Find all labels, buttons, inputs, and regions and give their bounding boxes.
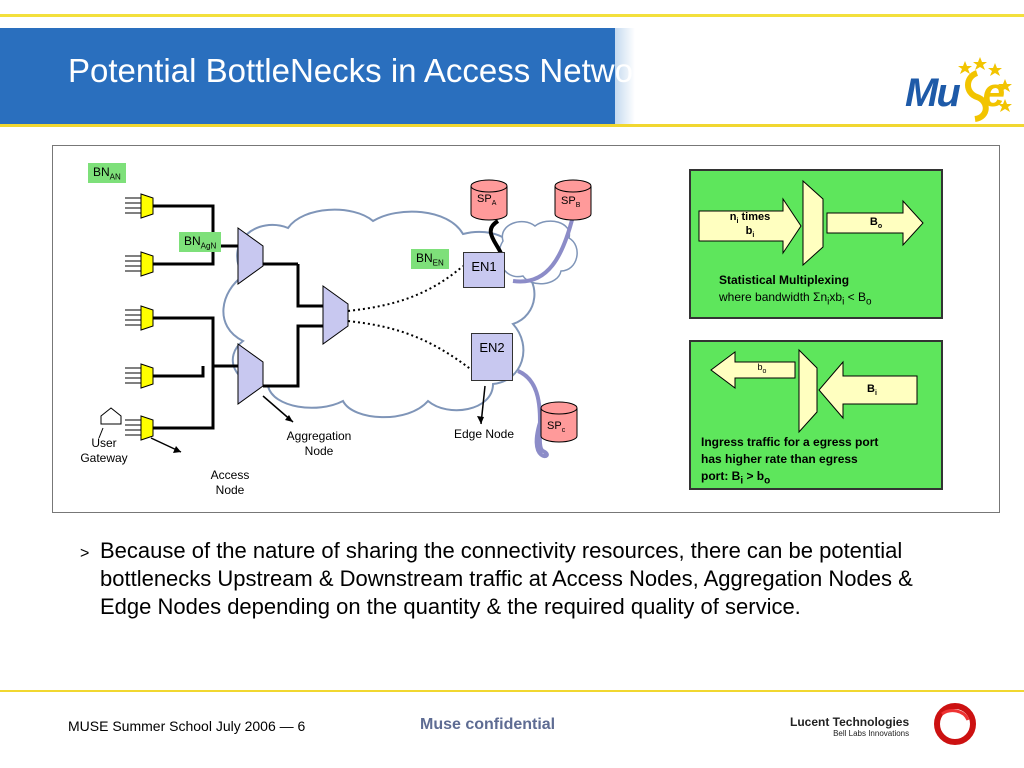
aggregation-node-label: Aggregation Node xyxy=(286,429,352,458)
pointer-arrowheads xyxy=(173,415,484,453)
sp-a-label: SPA xyxy=(477,193,497,208)
aggregation-nodes xyxy=(237,227,349,405)
lucent-ring-icon xyxy=(934,703,976,745)
footer-event: MUSE Summer School July 2006 — 6 xyxy=(68,718,306,734)
sp-c-link xyxy=(517,369,549,459)
user-gateway-icon xyxy=(98,407,122,439)
sp-cylinders xyxy=(470,179,592,443)
access-node-devices xyxy=(125,193,154,441)
sp-b-link xyxy=(512,215,575,284)
ingress-text-line-2: has higher rate than egress xyxy=(701,452,858,466)
user-gateway-label: User Gateway xyxy=(80,436,128,465)
sp-b-label: SPB xyxy=(561,195,581,210)
sp-c-label: SPc xyxy=(547,420,566,435)
bullet-text: Because of the nature of sharing the con… xyxy=(100,538,913,619)
bn-an-label: BNAN xyxy=(88,163,126,184)
ingress-text-line-3: port: Bi > bo xyxy=(701,469,771,487)
bullet-marker: > xyxy=(80,545,90,562)
sp-cloud xyxy=(498,220,578,285)
bo-small-label: bo xyxy=(757,362,767,375)
ingress-graphic xyxy=(710,348,918,434)
network-diagram-graphics xyxy=(98,179,592,459)
network-diagram: BNAN BNAgN BNEN EN1 EN2 SPA SPB SPc User… xyxy=(52,145,1000,513)
statistical-multiplexing-text: Statistical Multiplexing xyxy=(719,273,850,287)
dotted-links xyxy=(347,265,474,372)
bandwidth-formula-text: where bandwidth Σnixbi < Bo xyxy=(719,290,872,308)
header-band xyxy=(0,28,615,126)
footer-line xyxy=(0,690,1024,692)
en2-node: EN2 xyxy=(471,333,513,381)
footer-confidential: Muse confidential xyxy=(420,716,556,733)
ingress-traffic-panel: bo Bi Ingress traffic for a egress port … xyxy=(689,340,943,490)
ingress-text-line-1: Ingress traffic for a egress port xyxy=(701,435,879,449)
multiplexing-graphic xyxy=(698,179,924,267)
bi-label: Bi xyxy=(867,383,877,398)
access-node-label: Access Node xyxy=(210,468,250,497)
bo-label: Bo xyxy=(869,216,883,231)
en1-node: EN1 xyxy=(463,252,505,288)
bn-agn-label: BNAgN xyxy=(179,232,222,253)
edge-node-label: Edge Node xyxy=(453,427,515,441)
stars-icon xyxy=(958,57,1012,122)
header-underline xyxy=(0,124,1024,127)
slide-title: Potential BottleNecks in Access Networks xyxy=(68,52,677,89)
top-accent-line xyxy=(0,14,1024,17)
bn-en-label: BNEN xyxy=(411,249,449,270)
